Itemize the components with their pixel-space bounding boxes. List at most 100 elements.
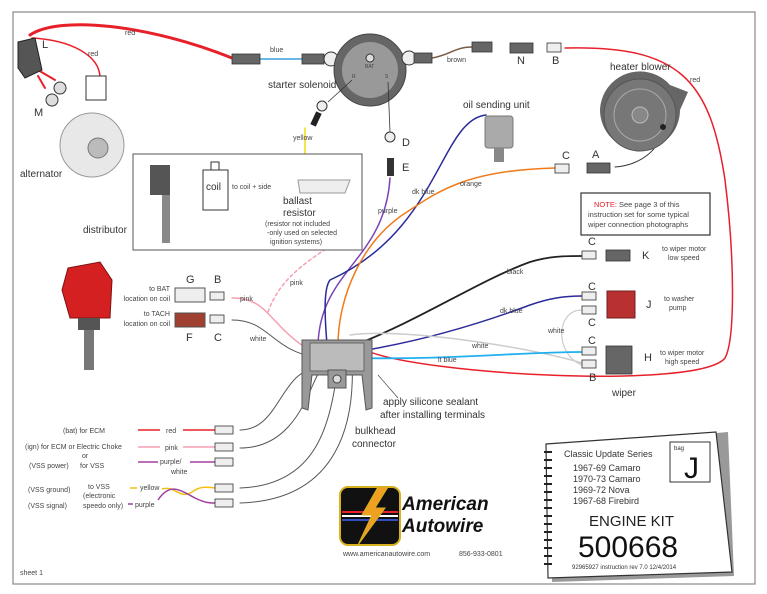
svg-text:to VSS: to VSS <box>88 484 110 491</box>
label-g: G <box>186 274 195 286</box>
svg-text:pump: pump <box>669 305 687 312</box>
connector-k <box>605 249 631 262</box>
distributor-cap-image <box>150 165 170 195</box>
label-n: N <box>517 55 525 67</box>
label-e: E <box>402 162 409 174</box>
terminal-c <box>554 163 570 174</box>
oil-sending-unit-image <box>484 115 514 149</box>
label-c4: C <box>588 335 596 347</box>
label-c1: C <box>588 236 596 248</box>
svg-text:to TACH: to TACH <box>144 311 170 318</box>
label-orange: orange <box>460 181 482 188</box>
label-red-short: red <box>88 51 98 58</box>
svg-text:to wiper motor: to wiper motor <box>660 350 705 357</box>
connector-f <box>174 312 206 328</box>
label-pink-dotted: pink <box>290 280 303 287</box>
svg-text:speedo only): speedo only) <box>83 503 123 510</box>
wire-white-loop <box>561 309 583 366</box>
label-lt-blue: lt blue <box>438 357 457 364</box>
svg-text:red: red <box>166 428 176 435</box>
connector-blue-2 <box>301 53 325 65</box>
wire-red-right <box>364 47 734 377</box>
svg-text:1967-69 Camaro: 1967-69 Camaro <box>573 463 641 473</box>
label-c: C <box>562 150 570 162</box>
website-text: www.americanautowire.com <box>342 551 430 558</box>
label-bulkhead: bulkhead <box>355 426 396 437</box>
label-starter-solenoid: starter solenoid <box>268 80 336 91</box>
wire-purple <box>317 177 391 346</box>
svg-text:(ign) for ECM or Electric Chok: (ign) for ECM or Electric Choke <box>25 444 122 451</box>
instruction-book: Classic Update Series 1967-69 Camaro 197… <box>544 431 734 582</box>
svg-text:purple: purple <box>135 502 155 509</box>
svg-text:American: American <box>401 494 489 515</box>
solenoid-s-label: S <box>385 74 389 80</box>
svg-text:ignition systems): ignition systems) <box>270 239 322 246</box>
connector-blue-1 <box>231 53 261 65</box>
svg-text:instruction set for some typic: instruction set for some typical <box>588 210 689 219</box>
svg-text:(electronic: (electronic <box>83 493 116 500</box>
ring-terminal-d <box>384 131 396 143</box>
label-b-wiper: B <box>589 372 596 384</box>
label-red-main: red <box>125 30 135 37</box>
label-heater-blower: heater blower <box>610 62 671 73</box>
connector-e <box>387 158 394 176</box>
alternator-plug <box>17 37 43 79</box>
svg-text:500668: 500668 <box>578 531 678 564</box>
svg-text:Autowire: Autowire <box>401 516 484 537</box>
label-pink: pink <box>240 296 253 303</box>
terminal-b-coil <box>209 291 225 301</box>
ring-terminal-m <box>45 93 59 107</box>
label-white: white <box>471 343 488 350</box>
svg-text:1970-73 Camaro: 1970-73 Camaro <box>573 474 641 484</box>
label-alternator: alternator <box>20 169 63 180</box>
ring-terminal-l <box>53 81 67 95</box>
connector-brown <box>471 41 493 53</box>
label-a: A <box>592 149 600 161</box>
svg-text:to washer: to washer <box>664 296 695 303</box>
label-dk-blue-washer: dk blue <box>500 308 523 315</box>
svg-text:bag: bag <box>674 446 684 452</box>
svg-text:white: white <box>170 469 187 476</box>
wire-red-short <box>31 37 101 79</box>
svg-text:-only used on selected: -only used on selected <box>267 230 337 237</box>
ring-terminal-yellow <box>316 100 328 112</box>
red-wire-cap <box>85 75 107 101</box>
connector-a <box>586 162 611 174</box>
bulkhead-connector <box>301 339 373 411</box>
svg-text:(VSS power): (VSS power) <box>29 463 69 470</box>
svg-text:ENGINE KIT: ENGINE KIT <box>589 513 674 530</box>
wire-orange <box>337 167 556 346</box>
terminal-c-coil <box>209 314 225 324</box>
svg-text:high speed: high speed <box>665 359 699 366</box>
svg-text:Classic Update Series: Classic Update Series <box>564 449 653 459</box>
phone-text: 856-933-0801 <box>459 551 503 558</box>
svg-text:wiper connection photographs: wiper connection photographs <box>587 220 688 229</box>
svg-text:1969-72 Nova: 1969-72 Nova <box>573 485 630 495</box>
label-brown: brown <box>447 57 466 64</box>
label-b: B <box>552 55 559 67</box>
label-c2: C <box>588 281 596 293</box>
svg-text:for VSS: for VSS <box>80 463 104 470</box>
label-yellow: yellow <box>293 135 313 142</box>
terminal-b <box>546 42 562 53</box>
svg-text:location on coil: location on coil <box>124 296 171 303</box>
hei-distributor-image <box>61 261 113 370</box>
svg-text:resistor: resistor <box>283 208 316 219</box>
label-f: F <box>186 332 193 344</box>
label-b-coil: B <box>214 274 221 286</box>
ballast-resistor-image <box>297 179 351 194</box>
svg-text:J: J <box>684 452 699 485</box>
solenoid-r-label: R <box>352 74 356 80</box>
svg-text:to BAT: to BAT <box>149 286 171 293</box>
svg-text:purple/: purple/ <box>160 459 181 466</box>
label-sealant-1: apply silicone sealant <box>383 397 478 408</box>
label-dk-blue: dk blue <box>412 189 435 196</box>
svg-text:ballast: ballast <box>283 196 312 207</box>
svg-text:(resistor not included: (resistor not included <box>265 221 330 228</box>
wire-red-l <box>37 69 56 81</box>
label-k: K <box>642 250 650 262</box>
svg-text:NOTE: See page 3 of this: NOTE: See page 3 of this <box>594 200 680 209</box>
label-distributor: distributor <box>83 225 128 236</box>
label-connector: connector <box>352 439 397 450</box>
wire-dkblue-oil <box>324 114 487 346</box>
